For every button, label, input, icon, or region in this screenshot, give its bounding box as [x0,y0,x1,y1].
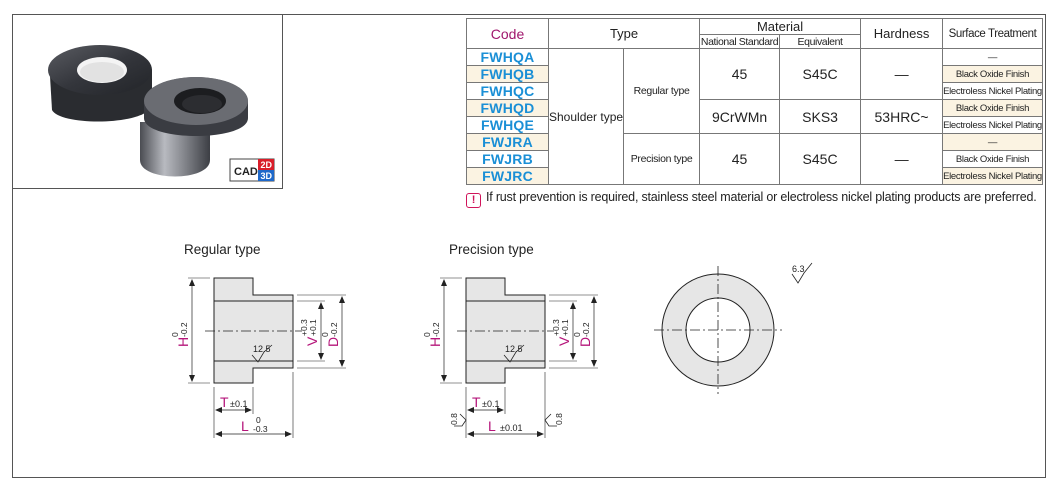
dim-v-tol-upper-precision: +0.3 [551,319,561,336]
code-cell[interactable]: FWJRC [466,167,549,185]
dim-t-tol: ±0.1 [230,399,247,409]
equivalent-value: S45C [779,133,862,185]
code-cell[interactable]: FWJRA [466,133,549,151]
dim-h-regular: H [175,337,191,347]
subtype-regular: Regular type [623,48,701,134]
dim-l-tol-lower: -0.3 [253,424,268,434]
roughness-6-3: 6.3 [792,264,805,274]
hardness-value: — [860,133,944,185]
regular-arrows [189,279,345,437]
dim-d-regular: D [325,337,341,347]
code-cell[interactable]: FWHQC [466,82,549,100]
warning-icon: ! [466,193,481,208]
hardness-value: 53HRC~ [860,99,944,134]
equivalent-value: S45C [779,48,862,100]
header-surface-treatment: Surface Treatment [942,18,1043,49]
dim-v-precision: V [556,336,572,346]
cad-badge-3d: 3D [261,171,273,181]
roughness-12-5-precision: 12.5 [505,344,523,354]
dim-l-tol-upper: 0 [256,415,261,425]
cad-badge-2d: 2D [261,160,273,170]
bushing-left-image [48,45,152,122]
dim-h-tol-upper: 0 [170,332,180,337]
header-code: Code [466,18,549,49]
national-standard-value: 9CrWMn [699,99,781,134]
product-photo: CAD 2D 3D [48,45,275,182]
header-national-standard: National Standard [699,34,781,49]
rust-note-text: If rust prevention is required, stainles… [486,190,1037,204]
regular-type-drawing [188,277,346,438]
precision-type-drawing [440,277,598,438]
precision-arrows [441,279,597,437]
dim-t-regular: T [220,394,229,410]
national-standard-value: 45 [699,133,781,185]
surface-cell: Electroless Nickel Plating [942,167,1043,185]
dim-t-precision: T [472,394,481,410]
dim-l-tol-precision: ±0.01 [500,423,522,433]
code-cell[interactable]: FWHQA [466,48,549,66]
header-type: Type [547,18,701,49]
page-frame [12,14,1046,478]
dim-d-tol-lower-precision: -0.2 [581,322,591,337]
dim-v-tol-lower: +0.1 [308,319,318,336]
type-shoulder: Shoulder type [547,48,625,185]
dim-l-precision: L [488,418,496,434]
roughness-0-8-left: 0.8 [449,413,459,425]
dim-d-precision: D [577,337,593,347]
equivalent-value: SKS3 [779,99,862,134]
roughness-12-5-regular: 12.5 [253,344,271,354]
dim-v-regular: V [304,336,320,346]
national-standard-value: 45 [699,48,781,100]
rust-note: ! If rust prevention is required, stainle… [466,190,1037,208]
dim-h-tol-upper-precision: 0 [422,332,432,337]
dim-d-tol-upper-precision: 0 [572,332,582,337]
code-cell[interactable]: FWJRB [466,150,549,168]
surface-cell: Black Oxide Finish [942,99,1043,117]
precision-type-title: Precision type [449,242,534,257]
cad-badge-label: CAD [234,166,258,178]
product-photo-panel: CAD 2D 3D [12,14,283,189]
dim-h-tol-lower-precision: -0.2 [431,322,441,337]
dim-l-regular: L [241,418,249,434]
dim-v-tol-upper: +0.3 [299,319,309,336]
subtype-precision: Precision type [623,133,701,185]
dim-d-tol-lower: -0.2 [329,322,339,337]
roughness-0-8-right: 0.8 [554,413,564,425]
dim-d-tol-upper: 0 [320,332,330,337]
dim-t-tol-precision: ±0.1 [482,399,499,409]
hardness-value: — [860,48,944,100]
header-hardness: Hardness [860,18,944,49]
dim-v-tol-lower-precision: +0.1 [560,319,570,336]
regular-type-title: Regular type [184,242,261,257]
dim-h-precision: H [427,337,443,347]
cad-badge[interactable]: CAD 2D 3D [229,158,275,182]
bushing-right-image [140,77,248,177]
code-cell[interactable]: FWHQE [466,116,549,134]
dim-h-tol-lower: -0.2 [179,322,189,337]
ring-side-view [654,262,813,394]
spec-table: Code Type Material Hardness Surface Trea… [466,18,1043,185]
